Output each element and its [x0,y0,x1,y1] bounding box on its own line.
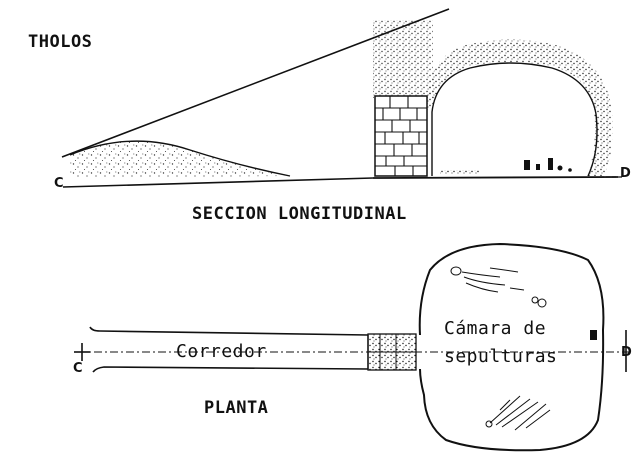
corridor-earth-outline [69,140,291,177]
chamber-floor-rubble [440,158,572,174]
plan-entrance-masonry [367,333,417,371]
longitudinal-section [61,8,624,188]
section-floor [372,176,619,179]
entrance-masonry [374,95,428,177]
upper-fill-stipple [373,20,433,98]
section-baseline [62,177,374,188]
plan-point-c: C [73,361,83,376]
section-point-c: C [54,176,64,191]
plan-view [74,242,632,452]
section-caption: SECCION LONGITUDINAL [192,204,407,224]
diagram-title: THOLOS [28,32,93,52]
chamber-outline [418,242,605,452]
section-point-d: D [620,166,631,181]
corridor-upper-wall [89,326,369,336]
dome-inner-outline [431,62,598,177]
corridor-lower-wall [92,366,369,373]
chamber-label-line1: Cámara de [444,318,547,339]
plan-point-d: D [621,345,632,360]
corridor-label: Corredor [176,341,267,362]
corridor-earth-fill [70,141,285,178]
plan-caption: PLANTA [204,398,269,418]
remains-upper [450,266,547,308]
chamber-label-line2: sepulturas [444,346,558,367]
dome-shell-stipple [427,39,613,176]
remains-lower [485,395,551,431]
